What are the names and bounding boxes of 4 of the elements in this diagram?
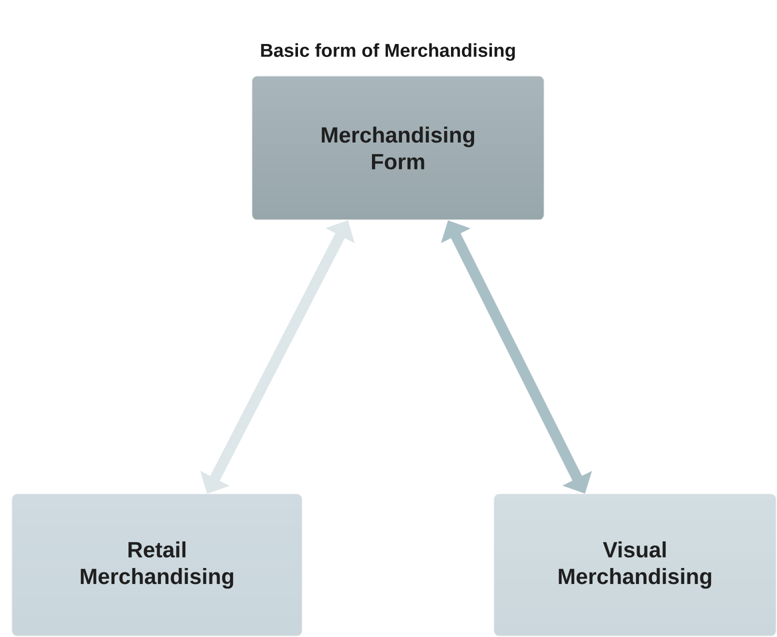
process-box: Merchandising Form xyxy=(252,76,544,220)
process-box: Retail Merchandising xyxy=(12,494,302,636)
process-box: Visual Merchandising xyxy=(494,494,776,636)
title: Basic form of Merchandising xyxy=(261,43,515,61)
